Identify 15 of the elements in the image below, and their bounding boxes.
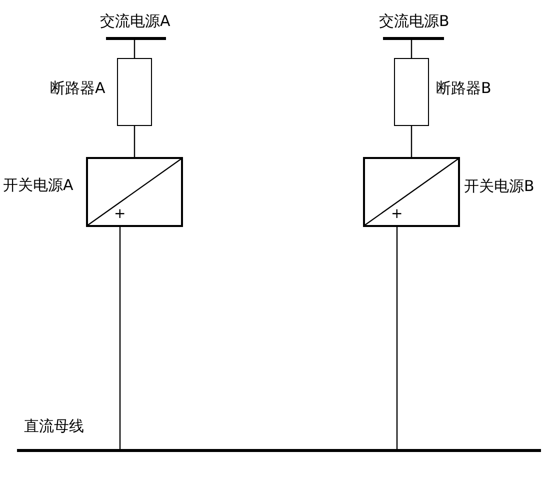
power-supply-label: 开关电源B bbox=[464, 177, 534, 195]
connector-line bbox=[134, 126, 136, 157]
source-label: 交流电源B bbox=[379, 12, 450, 30]
connector-line bbox=[119, 227, 121, 449]
connector-line bbox=[410, 126, 412, 157]
plus-sign: + bbox=[391, 205, 403, 223]
bus-label: 直流母线 bbox=[24, 417, 84, 435]
power-supply-label: 开关电源A bbox=[3, 176, 74, 194]
source-label: 交流电源A bbox=[100, 12, 170, 30]
connector-line bbox=[396, 227, 398, 449]
connector-line bbox=[134, 40, 136, 58]
breaker-label: 断路器A bbox=[50, 79, 106, 97]
connector-line bbox=[410, 40, 412, 58]
plus-sign: + bbox=[114, 205, 126, 223]
breaker-label: 断路器B bbox=[436, 79, 492, 97]
